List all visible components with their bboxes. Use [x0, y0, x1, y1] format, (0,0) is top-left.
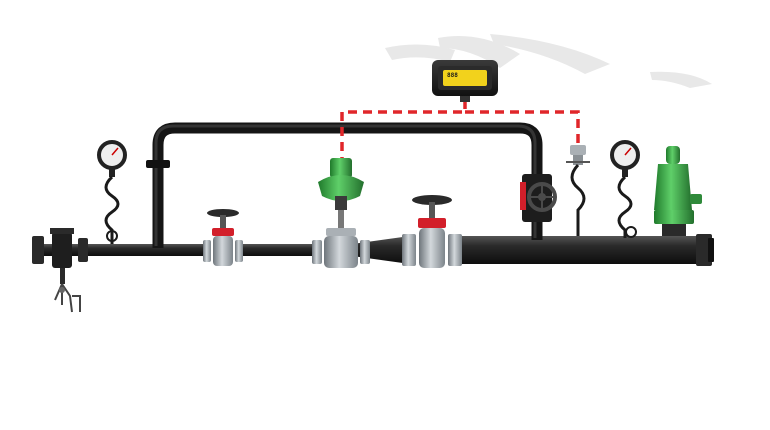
gate-valve-inlet [203, 209, 243, 266]
controller-display-label: 888 [447, 72, 458, 79]
main-pipeline [38, 234, 714, 266]
steam-trap-assembly [32, 228, 88, 313]
safety-relief-valve [654, 146, 702, 236]
bypass-line [146, 122, 543, 248]
pressure-gauge-downstream [610, 140, 640, 238]
pid-controller: 888 [432, 60, 498, 102]
pressure-reducing-control-valve [312, 158, 370, 268]
signal-lines [340, 100, 580, 165]
background-shadows [385, 34, 712, 88]
pressure-gauge-upstream [97, 140, 127, 244]
gate-valve-outlet [402, 195, 462, 268]
bypass-globe-valve [520, 174, 557, 222]
pressure-transmitter [566, 145, 590, 236]
